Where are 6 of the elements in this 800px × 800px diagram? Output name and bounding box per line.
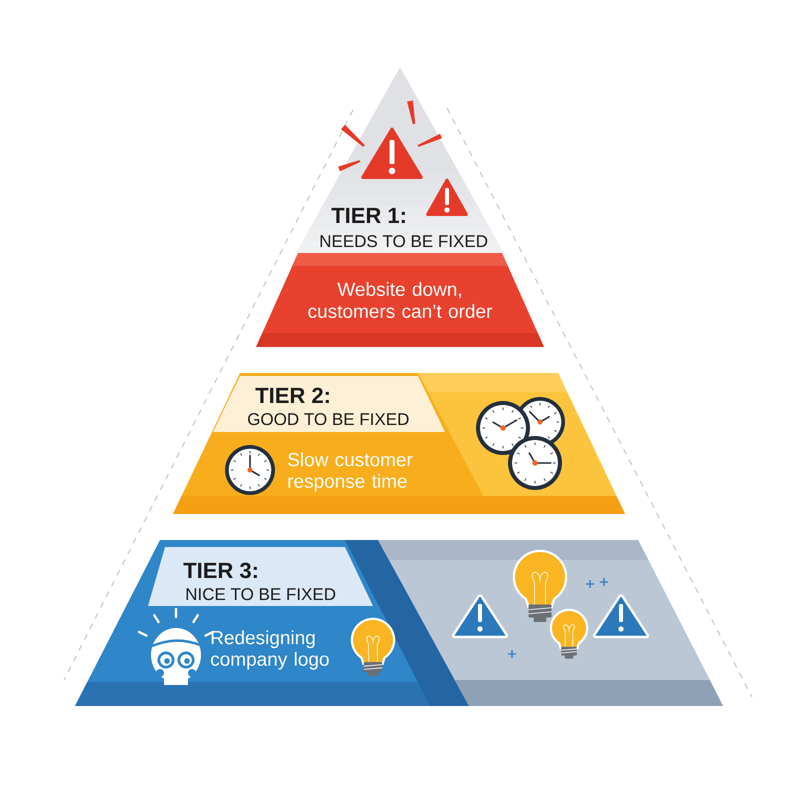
tier-heading: TIER 1: xyxy=(331,208,405,223)
tier-subheading: GOOD TO BE FIXED xyxy=(248,413,409,426)
tier-description: Website down, customers can’t order xyxy=(308,282,492,318)
tier-description: Slow customer response time xyxy=(288,452,412,492)
tier-subheading: NEEDS TO BE FIXED xyxy=(320,235,488,248)
tier-heading: TIER 2: xyxy=(255,388,329,403)
